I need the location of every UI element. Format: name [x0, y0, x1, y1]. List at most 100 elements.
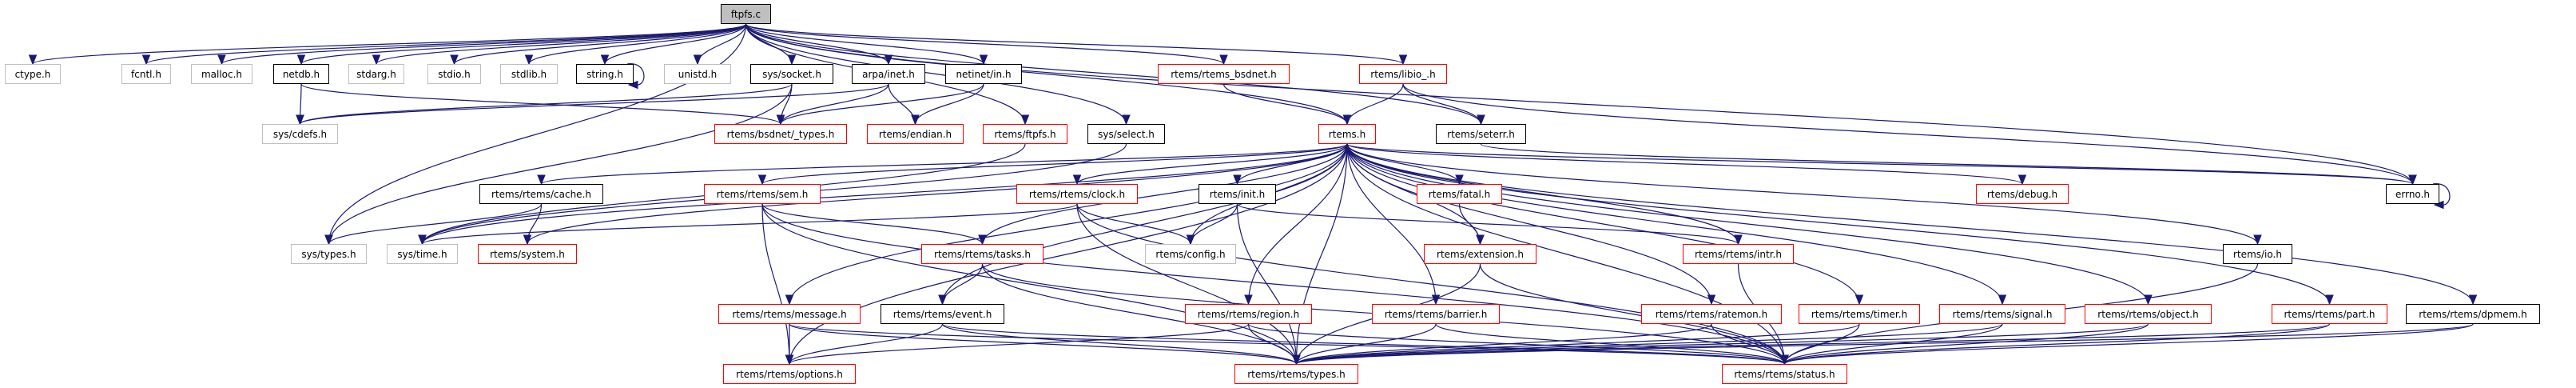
edge-libio-to-rtems: [1346, 83, 1404, 125]
edge-arrowhead: [1342, 114, 1352, 126]
node-seterr[interactable]: rtems/seterr.h: [1436, 124, 1526, 144]
edge-arrowhead: [418, 234, 427, 246]
node-label: rtems.h: [1328, 128, 1366, 140]
node-debug[interactable]: rtems/debug.h: [1976, 184, 2069, 204]
edge-rtems-to-errno: [1346, 143, 2414, 185]
node-ctype[interactable]: ctype.h: [5, 64, 61, 84]
edge-errno-to-errno: [2432, 183, 2451, 206]
node-unistd[interactable]: unistd.h: [664, 64, 731, 84]
edge-message-to-status: [789, 323, 1786, 365]
node-timer[interactable]: rtems/rtems/timer.h: [1799, 304, 1920, 324]
node-label: rtems/ftpfs.h: [994, 128, 1056, 140]
node-stdarg[interactable]: stdarg.h: [348, 64, 404, 84]
node-btypes[interactable]: rtems/bsdnet/_types.h: [714, 124, 847, 144]
node-label: rtems/rtems/cache.h: [491, 188, 591, 200]
node-ratemon[interactable]: rtems/rtems/ratemon.h: [1641, 304, 1782, 324]
node-config[interactable]: rtems/config.h: [1145, 244, 1236, 264]
node-string[interactable]: string.h: [576, 64, 634, 84]
edge-dpmem-to-status: [1783, 323, 2474, 365]
node-malloc[interactable]: malloc.h: [191, 64, 252, 84]
edge-arrowhead: [785, 354, 794, 366]
node-label: rtems/config.h: [1155, 248, 1226, 260]
edge-rtems-to-event: [941, 143, 1348, 305]
node-systime[interactable]: sys/time.h: [387, 244, 458, 264]
node-io[interactable]: rtems/io.h: [2223, 244, 2292, 264]
node-label: unistd.h: [678, 68, 718, 80]
node-barrier[interactable]: rtems/rtems/barrier.h: [1372, 304, 1500, 324]
edge-arrowhead: [1780, 354, 1789, 366]
node-label: errno.h: [2395, 188, 2430, 200]
node-types[interactable]: rtems/rtems/types.h: [1234, 364, 1358, 384]
node-init[interactable]: rtems/init.h: [1199, 184, 1276, 204]
node-cache[interactable]: rtems/rtems/cache.h: [479, 184, 603, 204]
node-intr[interactable]: rtems/rtems/intr.h: [1683, 244, 1794, 264]
edge-arrowhead: [785, 294, 794, 306]
edge-ftpfs_c-to-systypes: [328, 23, 747, 245]
node-ftpfs-c[interactable]: ftpfs.c: [721, 4, 771, 24]
node-event[interactable]: rtems/rtems/event.h: [881, 304, 1004, 324]
node-label: rtems/rtems/barrier.h: [1384, 308, 1488, 320]
edge-extension-to-status: [1479, 263, 1786, 365]
node-label: rtems/endian.h: [878, 128, 952, 140]
edge-arrowhead: [2144, 294, 2153, 306]
edge-arrowhead: [324, 234, 333, 246]
node-netin[interactable]: netinet/in.h: [945, 64, 1022, 84]
node-rtems[interactable]: rtems.h: [1318, 124, 1376, 144]
node-systypes[interactable]: sys/types.h: [291, 244, 367, 264]
node-sem[interactable]: rtems/rtems/sem.h: [704, 184, 821, 204]
node-label: rtems/rtems/types.h: [1247, 368, 1346, 380]
node-fcntl[interactable]: fcntl.h: [121, 64, 171, 84]
edge-clock-to-status: [1076, 203, 1786, 365]
node-message[interactable]: rtems/rtems/message.h: [718, 304, 861, 324]
edge-ftpfs_c-to-bsdnet: [745, 23, 1225, 65]
edge-arrowhead: [600, 54, 610, 66]
node-clock[interactable]: rtems/rtems/clock.h: [1016, 184, 1138, 204]
node-label: sys/types.h: [301, 248, 356, 260]
node-fatal[interactable]: rtems/fatal.h: [1417, 184, 1502, 204]
edge-rtems-to-status: [1346, 143, 1786, 365]
edge-inet-to-btypes: [780, 83, 889, 125]
node-errno[interactable]: errno.h: [2386, 184, 2439, 204]
node-inet[interactable]: arpa/inet.h: [852, 64, 925, 84]
node-object[interactable]: rtems/rtems/object.h: [2085, 304, 2212, 324]
node-label: fcntl.h: [131, 68, 161, 80]
node-bsdnet[interactable]: rtems/rtems_bsdnet.h: [1158, 64, 1290, 84]
node-label: sys/socket.h: [762, 68, 821, 80]
node-cdefs[interactable]: sys/cdefs.h: [262, 124, 338, 144]
edge-rtems-to-dpmem: [1346, 143, 2474, 305]
edge-rtems-to-clock: [1076, 143, 1348, 185]
edge-arrowhead: [537, 174, 546, 186]
node-select[interactable]: sys/select.h: [1087, 124, 1165, 144]
node-options[interactable]: rtems/rtems/options.h: [723, 364, 856, 384]
node-libio[interactable]: rtems/libio_.h: [1359, 64, 1447, 84]
node-status[interactable]: rtems/rtems/status.h: [1722, 364, 1847, 384]
node-part[interactable]: rtems/rtems/part.h: [2272, 304, 2387, 324]
node-label: rtems/rtems_bsdnet.h: [1171, 68, 1277, 80]
edge-rtems-to-timer: [1346, 143, 1860, 305]
node-label: rtems/rtems/tasks.h: [934, 248, 1031, 260]
node-label: rtems/rtems/options.h: [736, 368, 843, 380]
node-system[interactable]: rtems/system.h: [478, 244, 577, 264]
node-endian[interactable]: rtems/endian.h: [867, 124, 964, 144]
node-signal[interactable]: rtems/rtems/signal.h: [1939, 304, 2065, 324]
node-stdlib[interactable]: stdlib.h: [500, 64, 558, 84]
edge-object-to-status: [1783, 323, 2149, 365]
node-region[interactable]: rtems/rtems/region.h: [1185, 304, 1312, 324]
edge-ftpfs_c-to-select: [745, 23, 1127, 125]
node-socket[interactable]: sys/socket.h: [750, 64, 833, 84]
edge-arrowhead: [28, 54, 38, 66]
edge-arrowhead: [1455, 174, 1464, 186]
node-tasks[interactable]: rtems/rtems/tasks.h: [921, 244, 1044, 264]
node-label: rtems/rtems/region.h: [1197, 308, 1300, 320]
node-ftpfsh[interactable]: rtems/ftpfs.h: [983, 124, 1067, 144]
edge-ftpfs_c-to-libio: [745, 23, 1404, 65]
node-netdb[interactable]: netdb.h: [273, 64, 329, 84]
node-stdio[interactable]: stdio.h: [427, 64, 481, 84]
edge-arrowhead: [978, 234, 987, 246]
node-label: rtems/rtems/timer.h: [1811, 308, 1908, 320]
node-label: netdb.h: [282, 68, 320, 80]
node-extension[interactable]: rtems/extension.h: [1424, 244, 1536, 264]
node-label: netinet/in.h: [956, 68, 1012, 80]
node-dpmem[interactable]: rtems/rtems/dpmem.h: [2406, 304, 2540, 324]
node-label: sys/cdefs.h: [272, 128, 328, 140]
